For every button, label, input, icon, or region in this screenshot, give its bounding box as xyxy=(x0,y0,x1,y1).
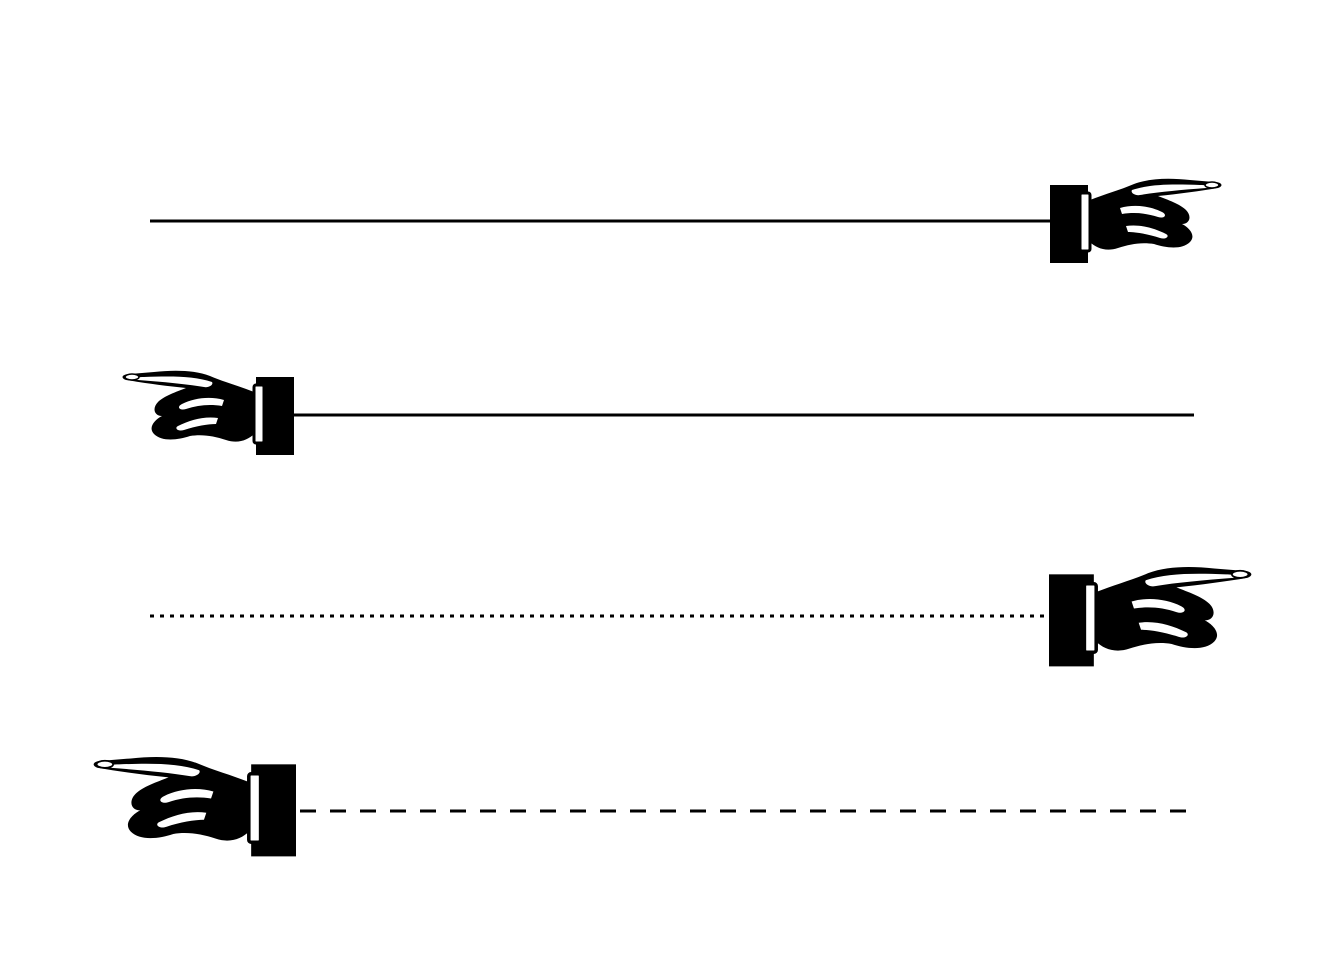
pointing-hand-left-icon xyxy=(91,755,298,859)
divider-row-4 xyxy=(91,755,1196,859)
divider-row-1 xyxy=(150,177,1223,265)
pointing-hand-left-icon xyxy=(121,369,296,457)
divider-row-2 xyxy=(121,369,1194,457)
pointing-hand-right-icon xyxy=(1047,565,1254,669)
divider-row-3 xyxy=(150,565,1254,669)
pointing-hand-right-icon xyxy=(1048,177,1223,265)
